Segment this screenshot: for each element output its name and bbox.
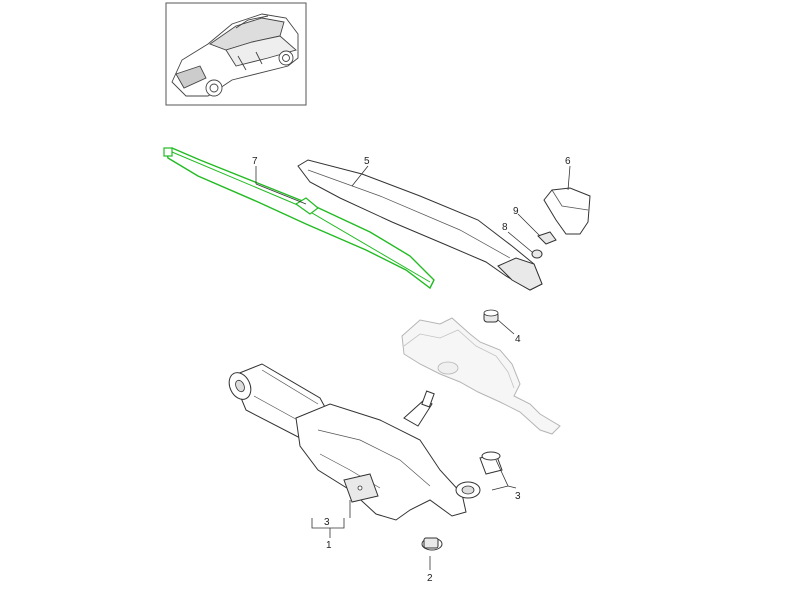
callout-3-right: 3	[515, 491, 521, 502]
callout-8: 8	[502, 222, 508, 233]
bushing-part[interactable]	[421, 537, 443, 551]
tailgate-panel-ghost	[401, 317, 561, 435]
callout-5: 5	[364, 156, 370, 167]
wiper-motor[interactable]	[225, 363, 467, 521]
rubber-mount-lower[interactable]	[455, 481, 481, 499]
wiper-arm[interactable]	[297, 159, 543, 291]
rubber-mount-upper[interactable]	[479, 451, 503, 475]
seal-grommet[interactable]	[483, 309, 499, 323]
callout-2: 2	[427, 573, 433, 584]
leader-lines	[255, 165, 571, 570]
nut-part[interactable]	[531, 249, 543, 259]
callout-3-left: 3	[324, 517, 330, 528]
callout-6: 6	[565, 156, 571, 167]
clip-part[interactable]	[537, 231, 557, 245]
vehicle-thumbnail	[165, 2, 307, 106]
car-thumbnail-icon	[171, 13, 299, 97]
callout-9: 9	[513, 206, 519, 217]
callout-1: 1	[326, 540, 332, 551]
callout-7: 7	[252, 156, 258, 167]
callout-labels: 7 5 6 9 8 4 3 3 1 2	[252, 156, 571, 584]
wiper-blade[interactable]	[163, 147, 435, 290]
cover-cap[interactable]	[543, 187, 591, 235]
callout-4: 4	[515, 334, 521, 345]
